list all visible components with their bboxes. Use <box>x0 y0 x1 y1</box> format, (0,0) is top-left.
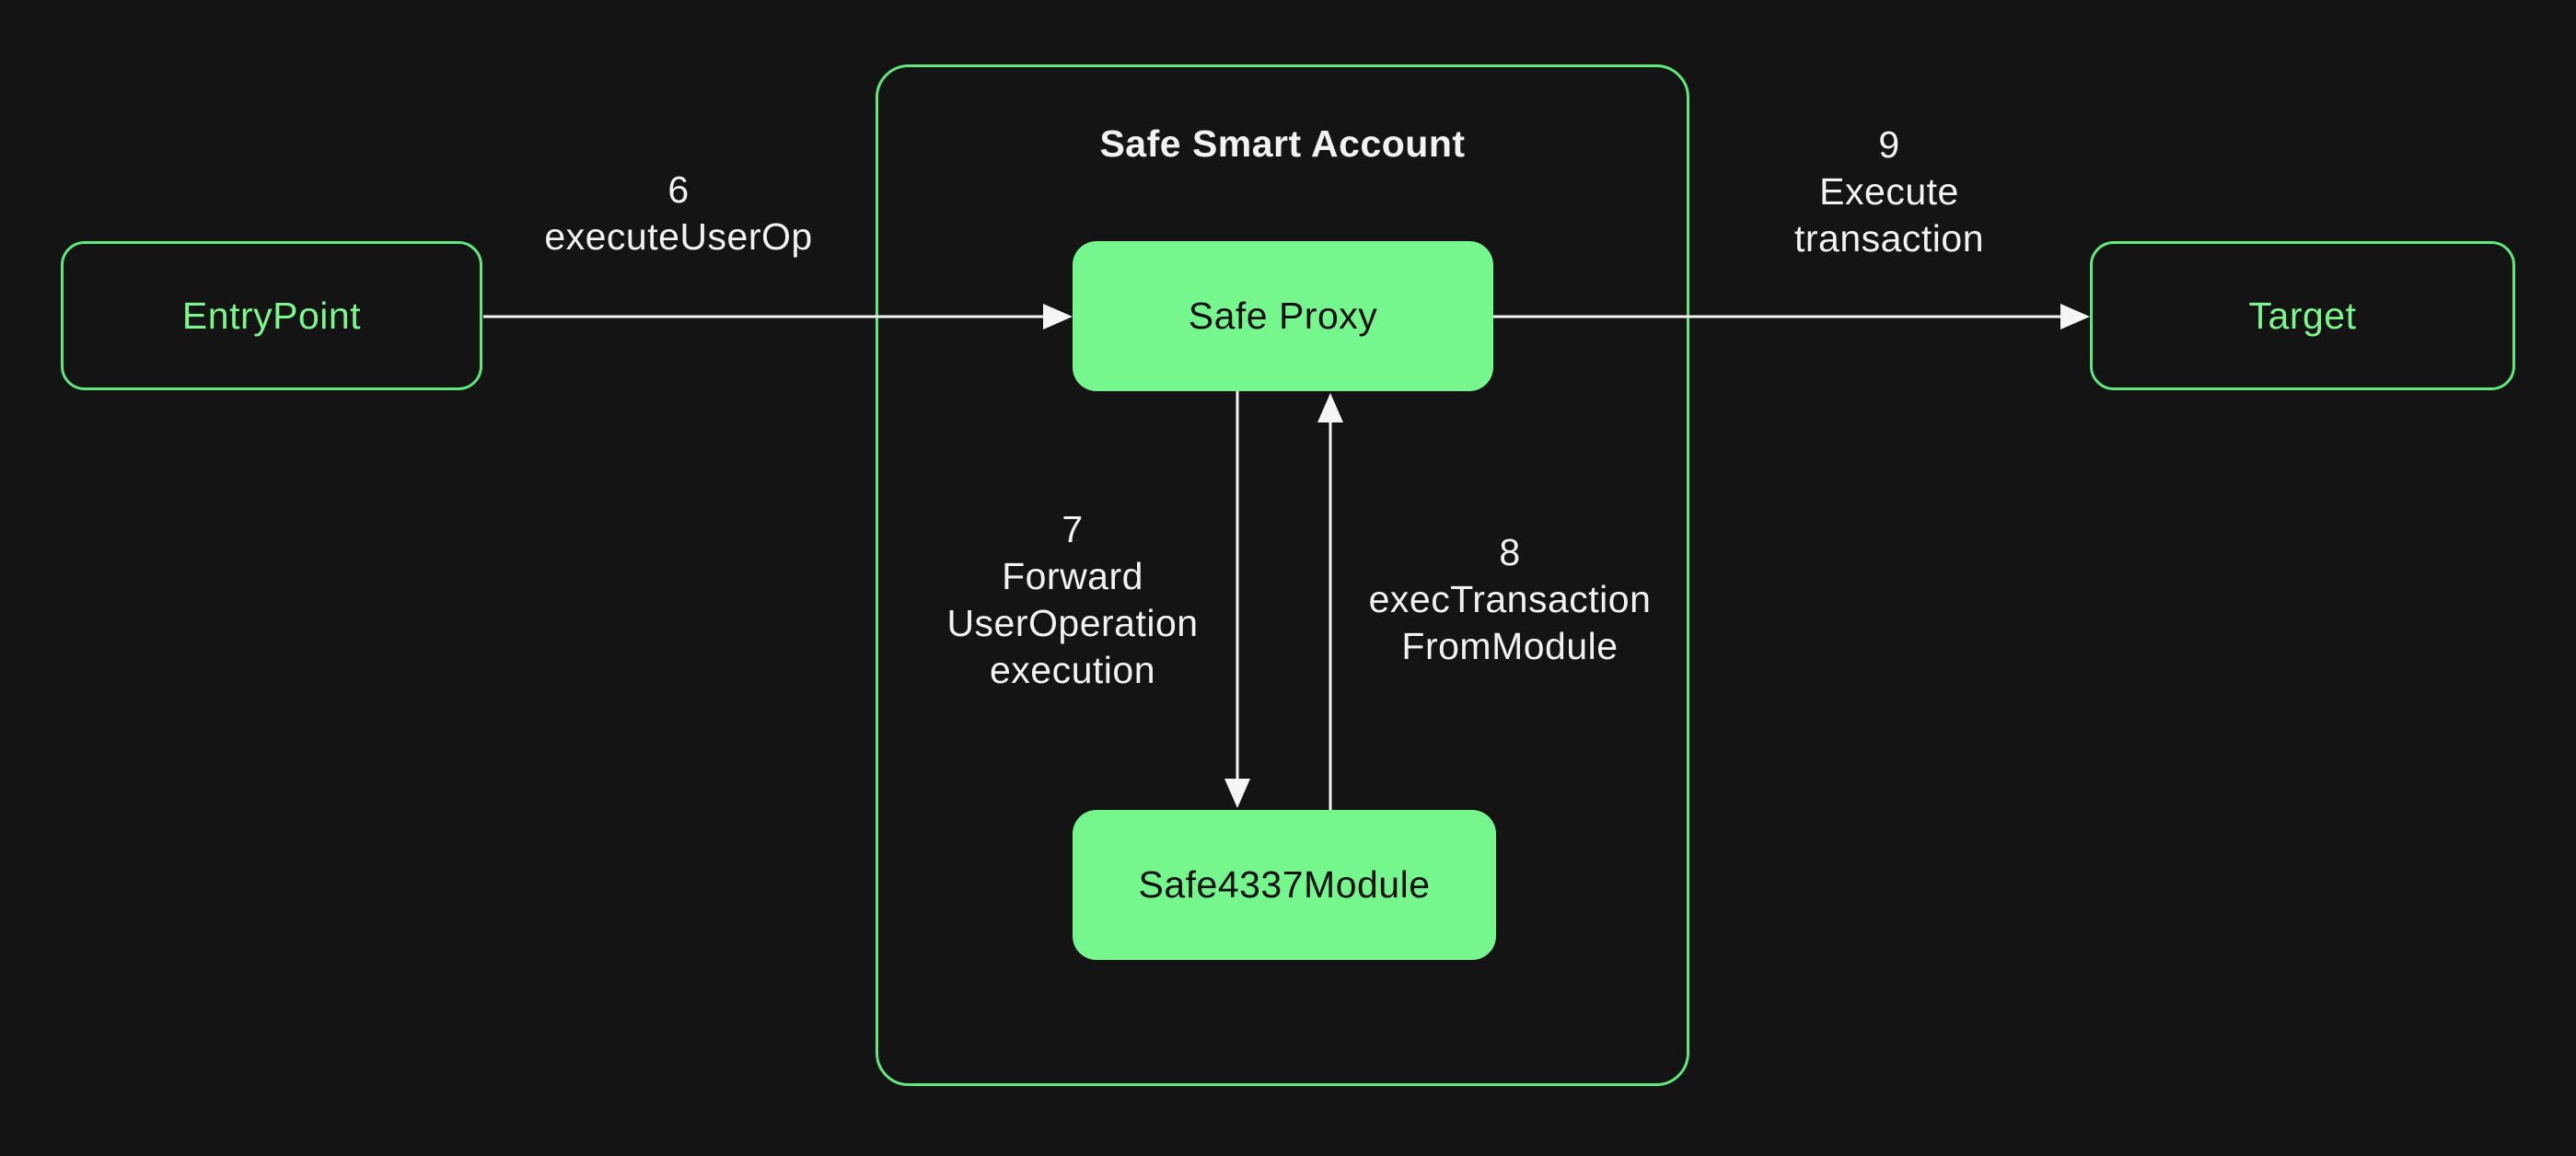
edge-label-line: transaction <box>1793 217 1985 260</box>
edge-step-number: 9 <box>1878 123 1900 166</box>
edge-label-line: Execute <box>1819 170 1959 213</box>
node-safe-proxy-label: Safe Proxy <box>1188 295 1378 337</box>
node-safe4337module: Safe4337Module <box>1073 810 1496 960</box>
arrow-execute-transaction-head <box>2060 304 2090 329</box>
edge-label-execute-userop: 6 executeUserOp <box>544 167 812 260</box>
edge-step-number: 7 <box>1062 508 1084 550</box>
edge-label-forward-userop: 7 Forward UserOperation execution <box>946 506 1198 694</box>
node-target-label: Target <box>2248 294 2357 337</box>
edge-label-line: executeUserOp <box>544 215 813 258</box>
node-safe-proxy: Safe Proxy <box>1073 241 1493 391</box>
node-target: Target <box>2090 241 2515 390</box>
node-safe4337module-label: Safe4337Module <box>1138 863 1431 906</box>
edge-label-line: Forward <box>1002 555 1143 597</box>
edge-label-execute-transaction: 9 Execute transaction <box>1794 121 1984 262</box>
node-entrypoint: EntryPoint <box>61 241 482 390</box>
edge-label-line: FromModule <box>1401 625 1619 667</box>
edge-label-line: execution <box>989 649 1155 691</box>
safe-smart-account-title: Safe Smart Account <box>1099 122 1466 165</box>
edge-step-number: 8 <box>1499 531 1521 573</box>
edge-step-number: 6 <box>667 168 690 211</box>
edge-label-line: execTransaction <box>1368 578 1652 620</box>
edge-label-exec-transaction: 8 execTransaction FromModule <box>1369 529 1652 670</box>
edge-label-line: UserOperation <box>946 602 1199 644</box>
node-entrypoint-label: EntryPoint <box>181 294 362 337</box>
safe-smart-account-container <box>876 64 1689 1086</box>
